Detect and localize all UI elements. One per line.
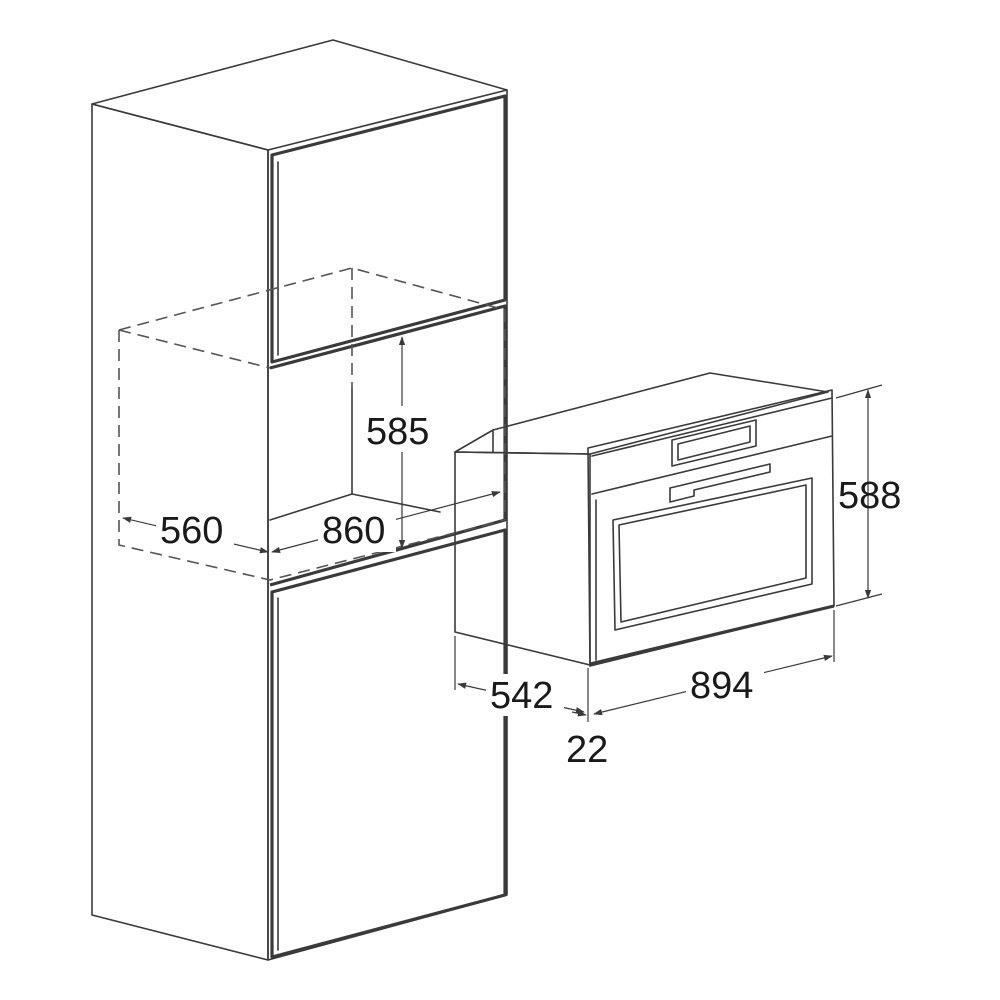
cabinet-top-face: [91, 39, 508, 151]
oven-front-offset-label: 22: [566, 729, 608, 771]
label-bg-894: [686, 664, 764, 706]
built-in-oven: [454, 372, 835, 667]
oven-side-face: [454, 451, 591, 666]
niche-depth-label: 860: [322, 510, 385, 552]
oven-door-window-inner: [618, 484, 807, 623]
oven-top-face: [454, 372, 829, 455]
oven-depth-label: 542: [490, 675, 553, 717]
oven-display-inner: [677, 425, 751, 461]
label-bg-860: [318, 508, 396, 552]
label-bg-560: [156, 508, 234, 552]
niche-volume-outline: [118, 267, 506, 581]
lower-cabinet-door: [270, 528, 507, 959]
ext-line-oven-bottom: [835, 593, 883, 607]
control-panel-top-strip: [591, 397, 833, 457]
tall-cabinet: [91, 39, 508, 961]
dim-line-oven-front-offset: [571, 710, 587, 717]
oven-bottom-trim: [589, 604, 835, 666]
label-bg-542: [486, 674, 564, 716]
niche-height-label: 585: [366, 411, 429, 453]
label-bg-585: [362, 406, 440, 452]
oven-height-label: 588: [838, 475, 901, 517]
oven-door-window: [612, 477, 813, 631]
ext-line-oven-top: [835, 384, 883, 399]
oven-door-handle: [669, 463, 771, 503]
oven-display: [671, 419, 757, 467]
niche-width-label: 560: [160, 510, 223, 552]
control-panel-lower-edge: [591, 435, 833, 495]
niche-inner-back-edges: [269, 387, 353, 521]
oven-dimensions: [454, 384, 883, 722]
oven-width-label: 894: [690, 665, 753, 707]
upper-cabinet-door: [270, 94, 507, 364]
